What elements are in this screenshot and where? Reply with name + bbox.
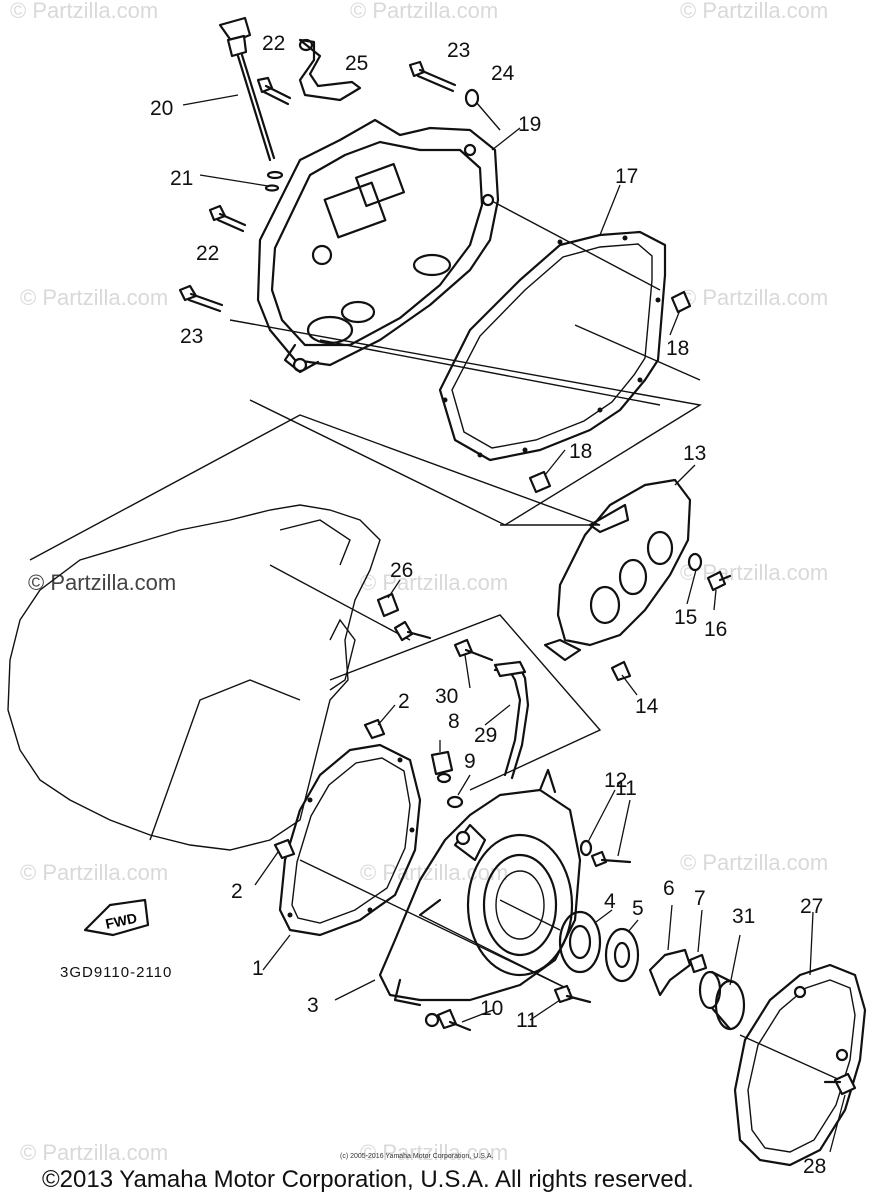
- callout: 29: [474, 724, 497, 747]
- watermark: © Partzilla.com: [20, 285, 168, 310]
- callout: 26: [390, 559, 413, 582]
- watermark: © Partzilla.com: [20, 1140, 168, 1165]
- fwd-label: FWD: [104, 910, 139, 932]
- watermark: © Partzilla.com: [360, 1140, 508, 1165]
- callout: 12: [604, 769, 627, 792]
- watermark: © Partzilla.com: [680, 560, 828, 585]
- callout: 11: [615, 777, 637, 800]
- callout: 22: [196, 242, 219, 265]
- forward-arrow: FWD: [83, 898, 150, 937]
- callout: 14: [635, 695, 659, 718]
- callout: 2: [231, 880, 243, 903]
- callout: 13: [683, 442, 706, 465]
- lower-cover-gasket: [273, 718, 422, 937]
- bolts-lower: [436, 839, 632, 1032]
- callout: 1: [252, 957, 264, 980]
- copyright-notice: ©2013 Yamaha Motor Corporation, U.S.A. A…: [42, 1166, 694, 1193]
- oil-dipstick: [218, 16, 284, 192]
- callout: 11: [516, 1009, 538, 1032]
- callout: 30: [435, 685, 458, 708]
- bearing-and-seal: [558, 910, 640, 983]
- callout: 3: [307, 994, 319, 1017]
- callout: 19: [518, 113, 541, 136]
- callout: 21: [170, 167, 193, 190]
- hose-bracket: [298, 38, 362, 102]
- callout: 23: [447, 39, 470, 62]
- watermark: © Partzilla.com: [360, 570, 508, 595]
- collar: [698, 970, 746, 1031]
- oil-pipe: [493, 660, 530, 780]
- crankcase-cover-lower: [378, 768, 582, 1028]
- callout: 25: [345, 52, 368, 75]
- watermark: © Partzilla.com: [360, 860, 508, 885]
- callout: 4: [604, 890, 616, 913]
- retainer-clip: [648, 948, 708, 997]
- callout: 10: [480, 997, 503, 1020]
- callout: 18: [569, 440, 592, 463]
- outer-cover: [733, 963, 867, 1167]
- watermark: © Partzilla.com: [680, 850, 828, 875]
- callout: 5: [632, 897, 644, 920]
- dowel-pins: [528, 290, 692, 494]
- drain-plug: [430, 750, 464, 809]
- callout: 28: [803, 1155, 826, 1178]
- drawing-code: 3GD9110-2110: [60, 964, 172, 981]
- sprocket-cover: [543, 478, 692, 662]
- watermark-layer: © Partzilla.com © Partzilla.com © Partzi…: [10, 0, 828, 1165]
- callout: 18: [666, 337, 689, 360]
- callout-numbers: 1 2 2 3 4 5 6 7 8 9 10 11 11 12 13 14 15…: [150, 32, 826, 1178]
- leader-lines: [182, 94, 846, 1153]
- watermark: © Partzilla.com: [10, 0, 158, 23]
- callout: 6: [663, 877, 675, 900]
- callout: 22: [262, 32, 285, 55]
- watermark: © Partzilla.com: [28, 570, 176, 595]
- callout: 31: [732, 905, 755, 928]
- engine-crankcase-outline: [7, 504, 381, 851]
- callout: 15: [674, 606, 697, 629]
- callout: 17: [615, 165, 638, 188]
- watermark: © Partzilla.com: [680, 285, 828, 310]
- callout: 16: [704, 618, 727, 641]
- callout: 8: [448, 710, 460, 733]
- small-credit: (c) 2005-2016 Yamaha Motor Corporation, …: [340, 1153, 493, 1160]
- callout: 24: [491, 62, 515, 85]
- callout: 2: [398, 690, 410, 713]
- callout: 27: [800, 895, 823, 918]
- assembly-lines: [29, 94, 841, 1081]
- crankcase-cover-upper: [256, 118, 500, 374]
- bolts-upper: [178, 60, 480, 313]
- callout: 7: [694, 887, 706, 910]
- callout: 20: [150, 97, 173, 120]
- callout: 23: [180, 325, 203, 348]
- watermark: © Partzilla.com: [350, 0, 498, 23]
- callout: 9: [464, 750, 476, 773]
- cover-gasket: [438, 230, 667, 462]
- watermark: © Partzilla.com: [680, 0, 828, 23]
- watermark: © Partzilla.com: [20, 860, 168, 885]
- small-fasteners: [376, 552, 732, 682]
